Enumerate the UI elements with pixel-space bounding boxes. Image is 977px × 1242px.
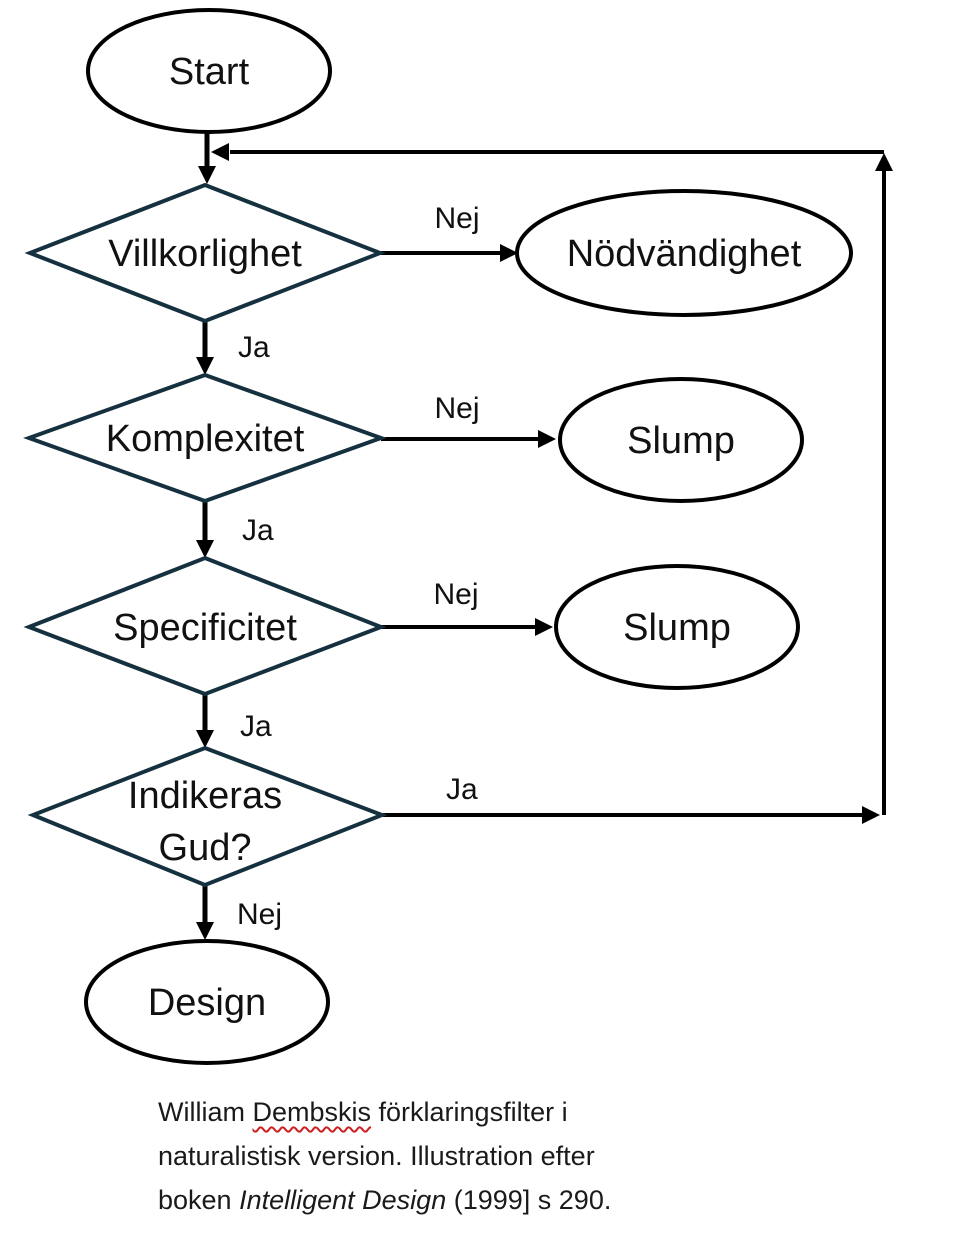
caption-book-title: Intelligent Design — [239, 1185, 447, 1215]
node-label-indikeras-line2: Gud? — [159, 827, 252, 869]
design-ellipse — [84, 939, 330, 1065]
caption-text: (1999] s 290. — [446, 1185, 612, 1215]
edge-feedback-top — [211, 143, 884, 161]
arrow-up-icon — [875, 153, 893, 171]
node-label-nodvandighet: Nödvändighet — [567, 233, 802, 275]
node-villkorlighet: Villkorlighet — [24, 182, 386, 324]
arrow-right-icon — [538, 430, 556, 448]
edge-label-nej: Nej — [433, 578, 478, 611]
caption-text: förklaringsfilter i — [371, 1097, 568, 1127]
node-komplexitet: Komplexitet — [23, 372, 387, 504]
node-label-slump: Slump — [623, 607, 731, 649]
caption-text: boken — [158, 1185, 240, 1215]
edge-label-ja: Ja — [238, 331, 270, 364]
arrow-right-icon — [500, 244, 518, 262]
node-label-design: Design — [148, 982, 266, 1024]
edge-indikeras-nej: Nej — [196, 886, 282, 940]
node-label-villkorlighet: Villkorlighet — [108, 233, 302, 275]
arrow-down-icon — [196, 357, 214, 375]
edge-specificitet-nej: Nej — [381, 578, 553, 636]
arrow-down-icon — [196, 730, 214, 748]
node-slump-2: Slump — [554, 564, 800, 690]
caption-line-3: boken Intelligent Design (1999] s 290. — [158, 1178, 758, 1222]
node-nodvandighet: Nödvändighet — [515, 189, 853, 317]
caption-text: naturalistisk version. Illustration efte… — [158, 1141, 595, 1171]
caption-line-1: William Dembskis förklaringsfilter i — [158, 1090, 758, 1134]
node-design: Design — [84, 939, 330, 1065]
node-label-slump: Slump — [627, 420, 735, 462]
figure-caption: William Dembskis förklaringsfilter i nat… — [158, 1090, 758, 1222]
edge-label-nej: Nej — [434, 392, 479, 425]
edge-komplexitet-nej: Nej — [381, 392, 556, 448]
arrow-right-icon — [535, 618, 553, 636]
edge-feedback-right — [875, 153, 893, 815]
edge-start-to-villkorlighet — [198, 129, 216, 184]
nodvandighet-ellipse — [515, 189, 853, 317]
node-specificitet: Specificitet — [23, 555, 387, 697]
villkorlighet-diamond — [24, 182, 386, 324]
edge-komplexitet-ja: Ja — [196, 502, 274, 558]
arrow-down-icon — [196, 540, 214, 558]
edge-label-ja: Ja — [242, 514, 274, 547]
edge-label-ja: Ja — [446, 773, 478, 806]
node-slump-1: Slump — [558, 377, 804, 503]
arrow-down-icon — [198, 166, 216, 184]
node-label-indikeras-line1: Indikeras — [128, 775, 282, 817]
slump-ellipse — [558, 377, 804, 503]
slump-ellipse — [554, 564, 800, 690]
node-indikeras-gud: Indikeras Gud? — [27, 745, 388, 888]
indikeras-gud-diamond — [27, 745, 388, 888]
specificitet-diamond — [23, 555, 387, 697]
node-start: Start — [86, 8, 332, 134]
edge-villkorlighet-ja: Ja — [196, 322, 270, 375]
edge-label-ja: Ja — [240, 710, 272, 743]
arrow-right-icon — [862, 806, 880, 824]
edge-label-nej: Nej — [434, 202, 479, 235]
caption-line-2: naturalistisk version. Illustration efte… — [158, 1134, 758, 1178]
komplexitet-diamond — [23, 372, 387, 504]
arrow-down-icon — [196, 922, 214, 940]
node-label-specificitet: Specificitet — [113, 607, 297, 649]
node-label-komplexitet: Komplexitet — [106, 418, 305, 460]
edge-label-nej: Nej — [237, 898, 282, 931]
edge-indikeras-ja: Ja — [383, 773, 880, 824]
start-ellipse — [86, 8, 332, 134]
caption-text: William — [158, 1097, 253, 1127]
caption-misspelled-word: Dembskis — [252, 1097, 372, 1127]
arrow-left-icon — [211, 143, 229, 161]
node-label-start: Start — [169, 51, 250, 93]
edge-villkorlighet-nej: Nej — [381, 202, 518, 262]
edge-specificitet-ja: Ja — [196, 695, 272, 748]
